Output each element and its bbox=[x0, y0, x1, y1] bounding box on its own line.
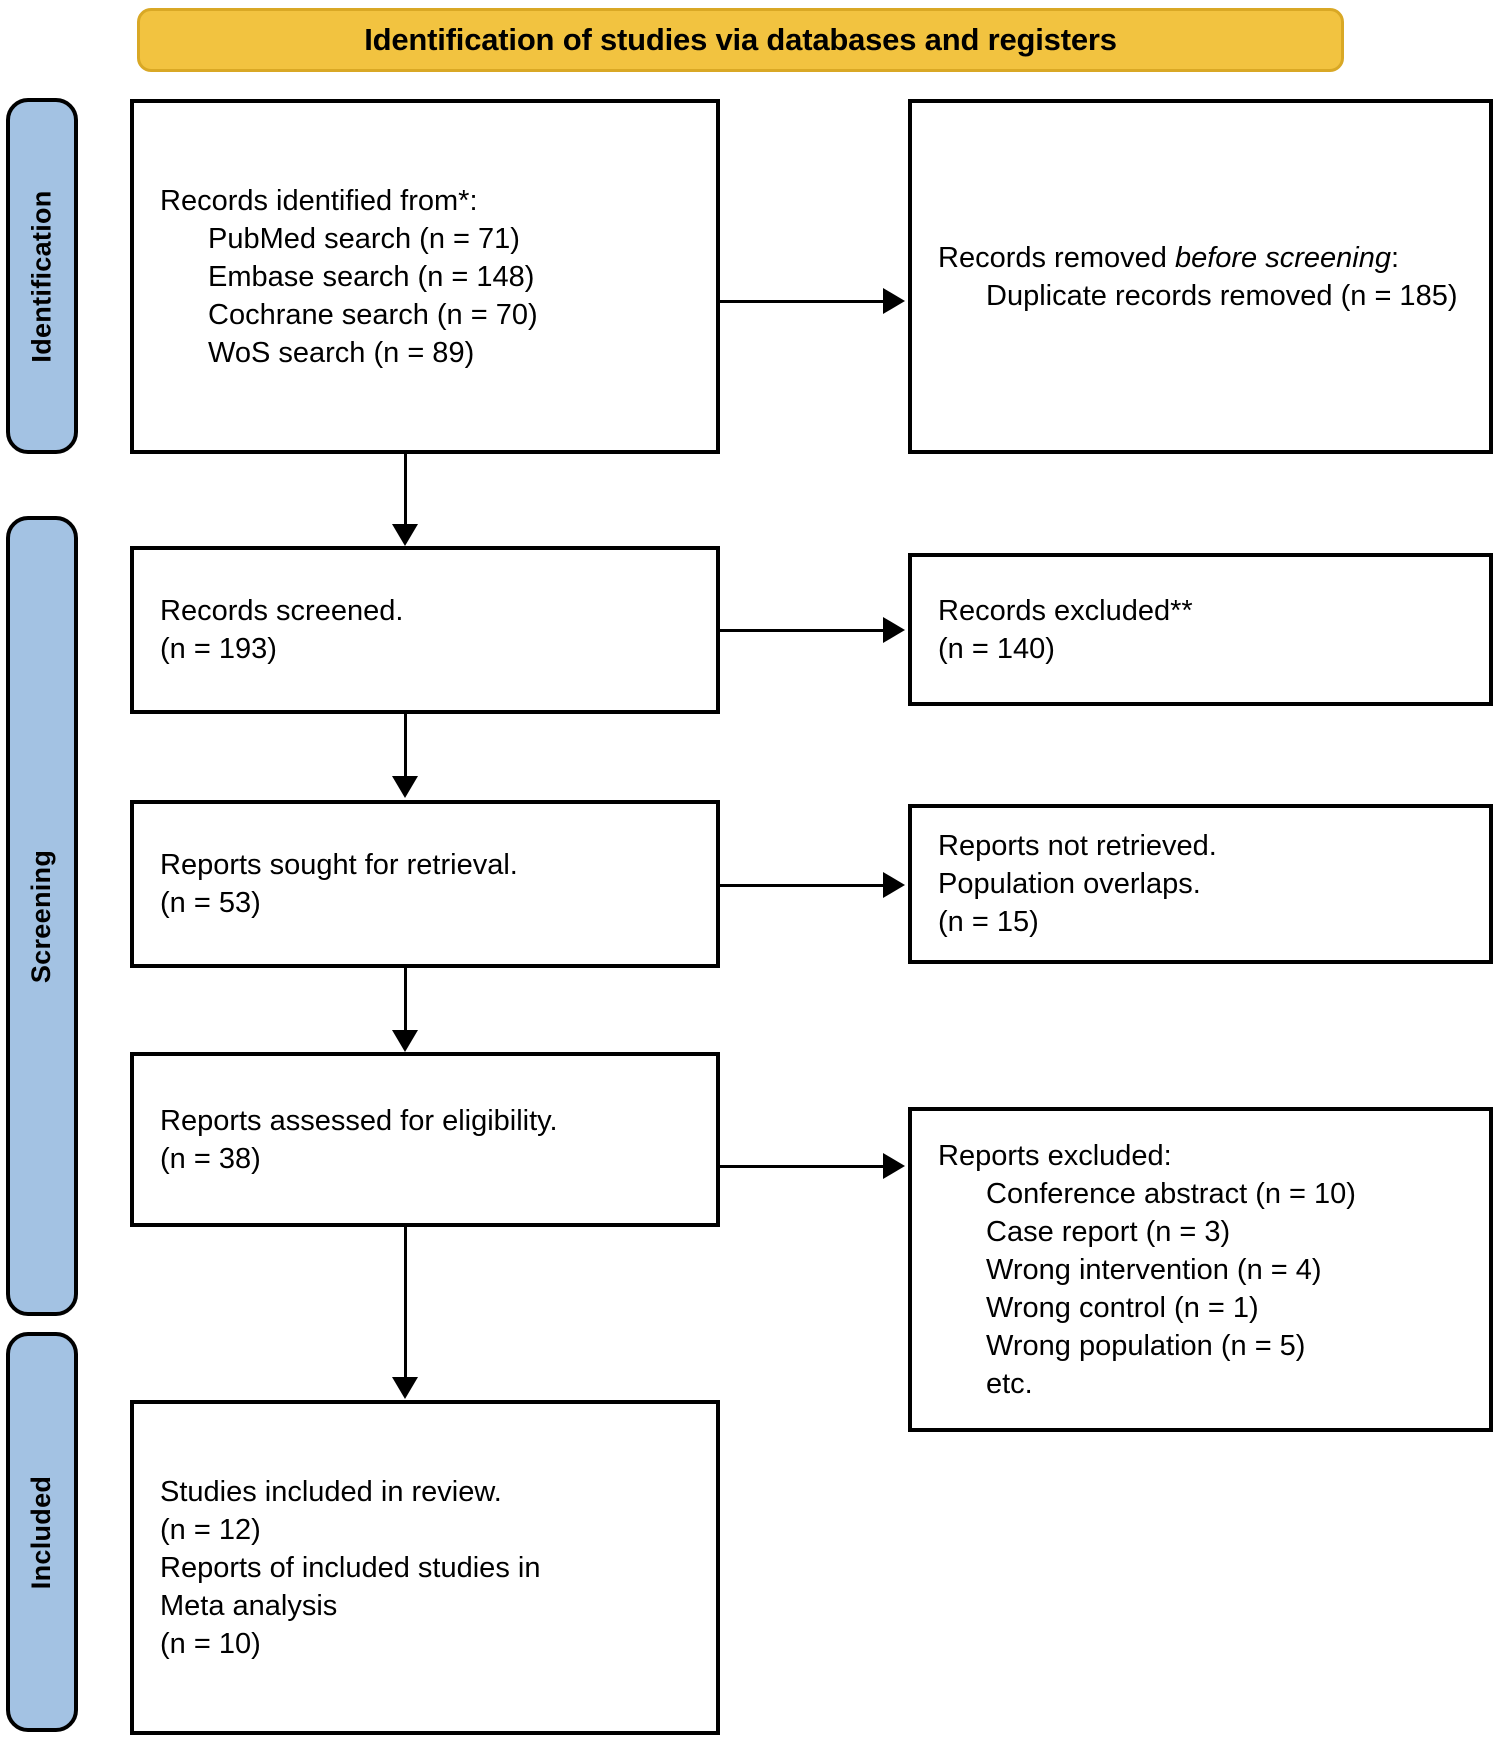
reports-excluded-reason-2: Wrong intervention (n = 4) bbox=[986, 1253, 1322, 1286]
records-identified-box: Records identified from*: PubMed search … bbox=[130, 99, 720, 454]
connector-screened-to-sought bbox=[404, 714, 407, 776]
stage-bar-included: Included bbox=[6, 1332, 78, 1732]
reports-excluded-reason-5: etc. bbox=[986, 1367, 1033, 1400]
studies-included-line-2: Reports of included studies in bbox=[160, 1551, 541, 1584]
arrowhead-assessed-to-excluded bbox=[883, 1153, 905, 1179]
connector-sought-to-not-retrieved bbox=[720, 884, 883, 887]
records-removed-detail: Duplicate records removed (n = 185) bbox=[986, 279, 1458, 312]
arrowhead-sought-to-assessed bbox=[392, 1030, 418, 1052]
stage-label-screening: Screening bbox=[26, 849, 57, 983]
studies-included-line-3: Meta analysis bbox=[160, 1589, 338, 1622]
records-identified-line-4: WoS search (n = 89) bbox=[208, 336, 475, 369]
records-removed-title-prefix: Records removed bbox=[938, 241, 1175, 274]
diagram-header-banner: Identification of studies via databases … bbox=[137, 8, 1344, 72]
records-removed-box: Records removed before screening: Duplic… bbox=[908, 99, 1493, 454]
reports-assessed-line-0: Reports assessed for eligibility. bbox=[160, 1104, 558, 1137]
stage-bar-screening: Screening bbox=[6, 516, 78, 1316]
diagram-title: Identification of studies via databases … bbox=[364, 22, 1117, 57]
connector-assessed-to-excluded bbox=[720, 1165, 883, 1168]
arrowhead-screened-to-excluded bbox=[883, 617, 905, 643]
reports-excluded-reason-4: Wrong population (n = 5) bbox=[986, 1329, 1306, 1362]
arrowhead-sought-to-not-retrieved bbox=[883, 872, 905, 898]
reports-not-retrieved-line-0: Reports not retrieved. bbox=[938, 830, 1217, 862]
arrowhead-screened-to-sought bbox=[392, 776, 418, 798]
arrowhead-identified-to-screened bbox=[392, 524, 418, 546]
records-removed-title-italic: before screening bbox=[1174, 241, 1391, 274]
studies-included-line-4: (n = 10) bbox=[160, 1627, 261, 1660]
reports-assessed-box: Reports assessed for eligibility. (n = 3… bbox=[130, 1052, 720, 1227]
records-excluded-line-0: Records excluded** bbox=[938, 594, 1193, 627]
reports-assessed-line-1: (n = 38) bbox=[160, 1142, 261, 1175]
records-excluded-line-1: (n = 140) bbox=[938, 632, 1055, 665]
reports-sought-line-1: (n = 53) bbox=[160, 887, 261, 919]
reports-not-retrieved-line-1: Population overlaps. bbox=[938, 868, 1201, 900]
records-screened-line-1: (n = 193) bbox=[160, 633, 277, 665]
records-removed-title-suffix: : bbox=[1390, 241, 1400, 274]
stage-bar-identification: Identification bbox=[6, 98, 78, 454]
records-removed-title: Records removed before screening: bbox=[938, 239, 1475, 277]
reports-excluded-box: Reports excluded: Conference abstract (n… bbox=[908, 1107, 1493, 1432]
studies-included-line-1: (n = 12) bbox=[160, 1513, 261, 1546]
reports-sought-line-0: Reports sought for retrieval. bbox=[160, 849, 518, 881]
reports-sought-box: Reports sought for retrieval. (n = 53) bbox=[130, 800, 720, 968]
stage-label-included: Included bbox=[26, 1475, 57, 1589]
connector-sought-to-assessed bbox=[404, 968, 407, 1030]
records-excluded-box: Records excluded** (n = 140) bbox=[908, 553, 1493, 706]
arrowhead-identified-to-removed bbox=[883, 288, 905, 314]
studies-included-box: Studies included in review. (n = 12) Rep… bbox=[130, 1400, 720, 1735]
connector-assessed-to-included bbox=[404, 1227, 407, 1377]
records-screened-box: Records screened. (n = 193) bbox=[130, 546, 720, 714]
records-identified-line-0: Records identified from*: bbox=[160, 184, 478, 217]
reports-excluded-reason-0: Conference abstract (n = 10) bbox=[986, 1177, 1356, 1210]
records-identified-line-1: PubMed search (n = 71) bbox=[208, 222, 520, 255]
connector-screened-to-excluded bbox=[720, 629, 883, 632]
studies-included-line-0: Studies included in review. bbox=[160, 1475, 502, 1508]
connector-identified-to-removed bbox=[720, 300, 883, 303]
records-identified-line-2: Embase search (n = 148) bbox=[208, 260, 535, 293]
connector-identified-to-screened bbox=[404, 454, 407, 524]
reports-excluded-reason-3: Wrong control (n = 1) bbox=[986, 1291, 1259, 1324]
arrowhead-assessed-to-included bbox=[392, 1377, 418, 1399]
reports-excluded-reason-1: Case report (n = 3) bbox=[986, 1215, 1231, 1248]
records-screened-line-0: Records screened. bbox=[160, 595, 404, 627]
records-identified-line-3: Cochrane search (n = 70) bbox=[208, 298, 538, 331]
reports-not-retrieved-line-2: (n = 15) bbox=[938, 906, 1039, 938]
stage-label-identification: Identification bbox=[26, 189, 57, 363]
reports-not-retrieved-box: Reports not retrieved. Population overla… bbox=[908, 804, 1493, 964]
reports-excluded-heading: Reports excluded: bbox=[938, 1139, 1172, 1172]
